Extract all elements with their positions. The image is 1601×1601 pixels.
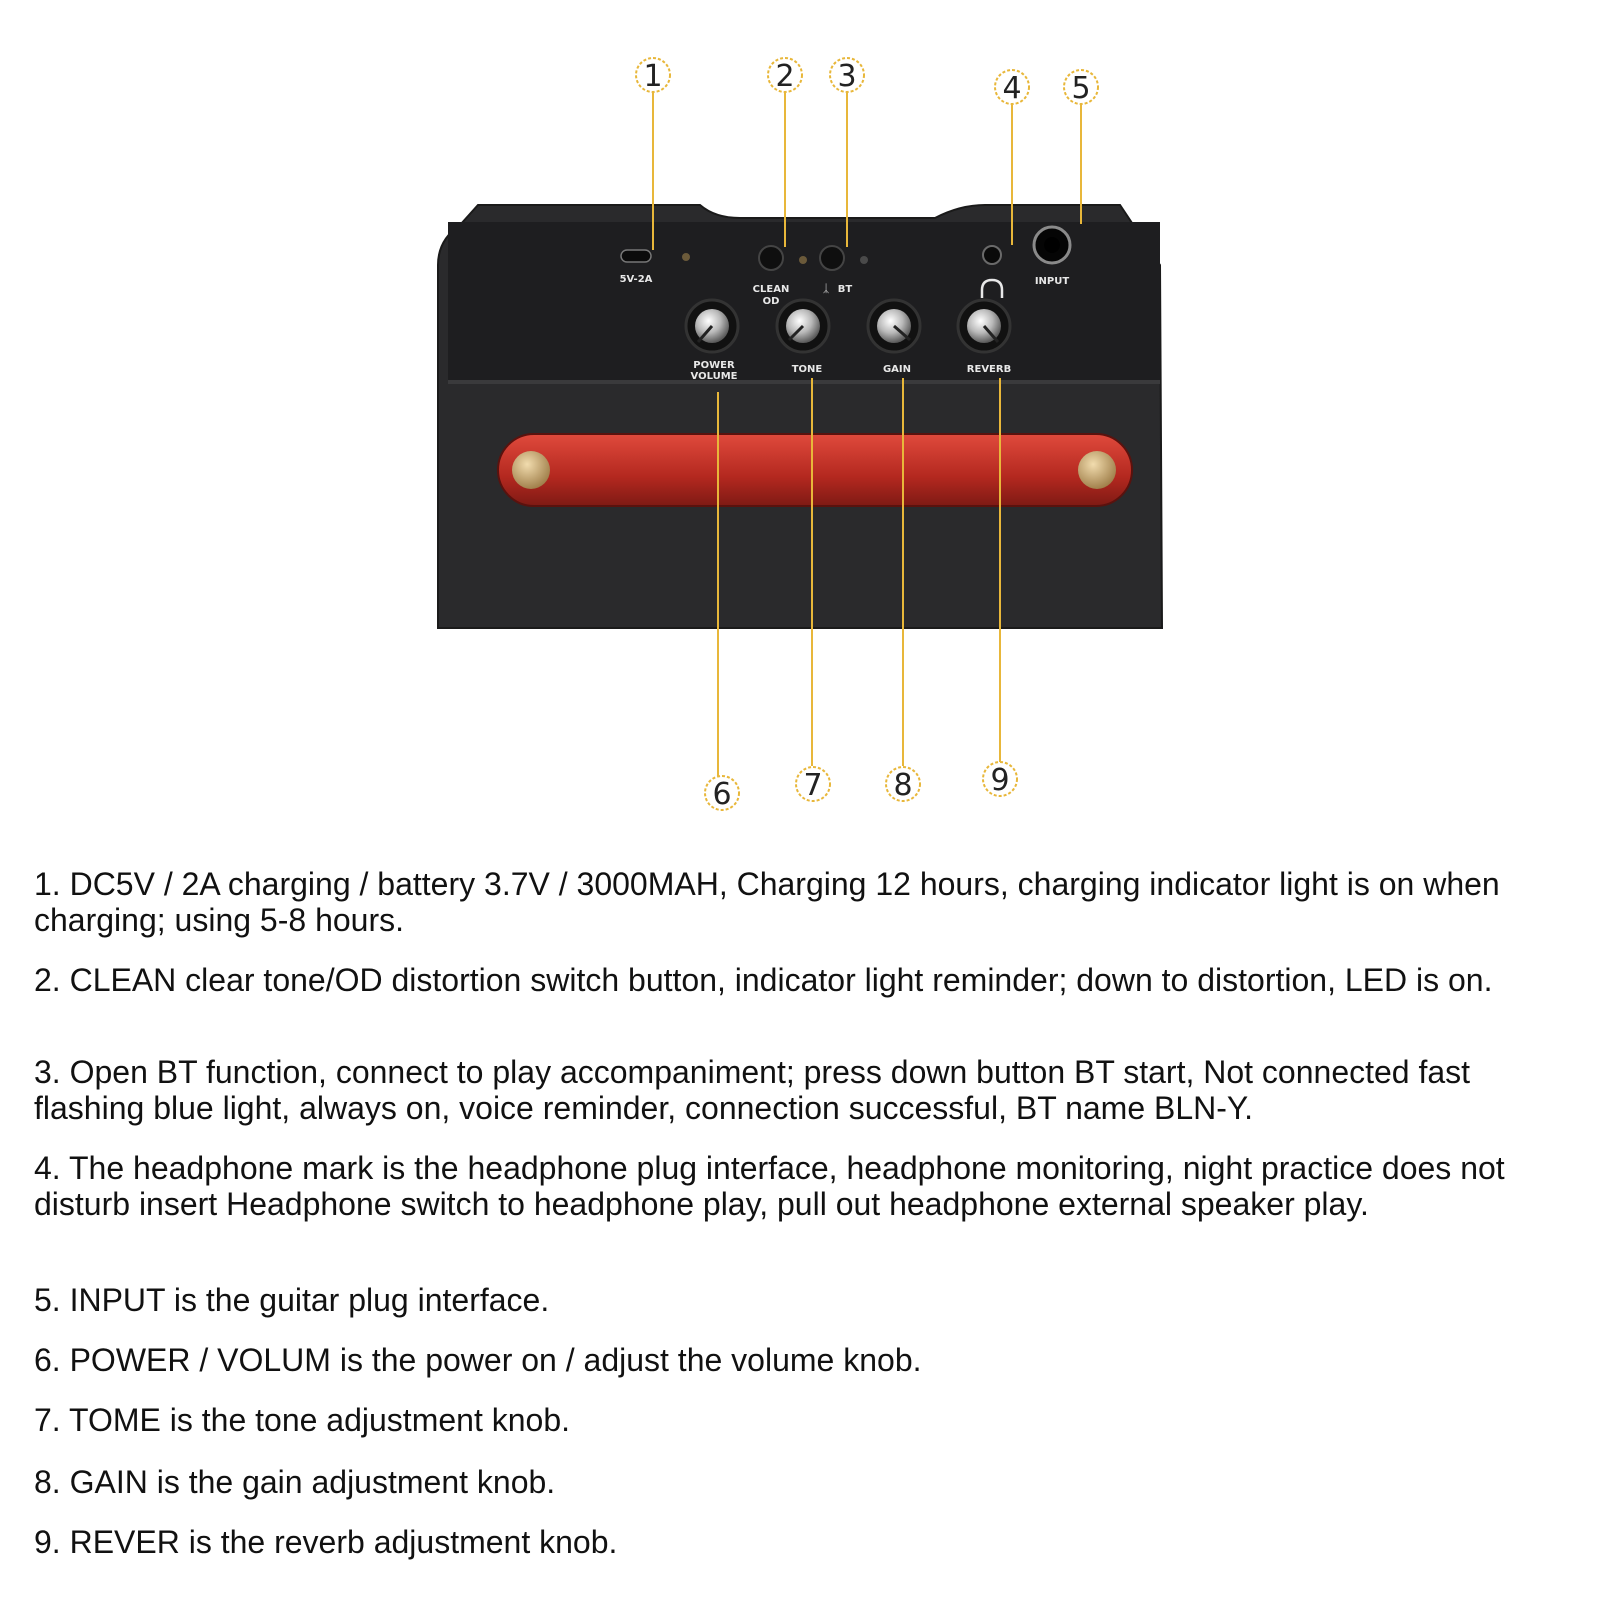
callout-7: 7	[795, 766, 831, 803]
clean-od-led	[799, 256, 807, 264]
callout-6: 6	[704, 775, 740, 812]
clean-od-button	[758, 245, 784, 271]
amplifier-diagram: 5V-2A CLEAN OD ᛣ BT INPUT POWER VOLUME T…	[437, 57, 1164, 812]
gain-knob	[866, 298, 922, 354]
headphone-icon	[980, 278, 1004, 298]
headphone-jack	[982, 245, 1002, 265]
note-6: 6. POWER / VOLUM is the power on / adjus…	[34, 1342, 922, 1378]
gain-label: GAIN	[883, 364, 911, 375]
bt-led	[860, 256, 868, 264]
input-label: INPUT	[1035, 276, 1070, 287]
reverb-knob	[956, 298, 1012, 354]
callout-number: 4	[1002, 71, 1021, 106]
power-volume-knob	[684, 298, 740, 354]
callout-5: 5	[1063, 69, 1099, 106]
panel-edge	[448, 380, 1160, 384]
note-2: 2. CLEAN clear tone/OD distortion switch…	[34, 962, 1493, 998]
callout-9: 9	[982, 761, 1018, 798]
reverb-label: REVERB	[967, 364, 1011, 375]
callout-number: 8	[893, 768, 912, 803]
volume-label: VOLUME	[691, 371, 738, 382]
tone-label: TONE	[792, 364, 823, 375]
charging-led	[682, 253, 690, 261]
strap-rivet-left	[512, 451, 550, 489]
leader-lines	[652, 92, 1082, 776]
callout-2: 2	[767, 57, 803, 94]
strap-rivet-right	[1078, 451, 1116, 489]
callout-3: 3	[829, 57, 865, 94]
callout-number: 2	[775, 59, 794, 94]
note-1: 1. DC5V / 2A charging / battery 3.7V / 3…	[34, 866, 1500, 938]
note-5: 5. INPUT is the guitar plug interface.	[34, 1282, 550, 1318]
callout-4: 4	[994, 69, 1030, 106]
bluetooth-icon: ᛣ	[823, 282, 830, 295]
bt-label: BT	[838, 284, 853, 295]
usb-c-port	[620, 249, 652, 263]
callout-8: 8	[885, 766, 921, 803]
note-7: 7. TOME is the tone adjustment knob.	[34, 1402, 570, 1438]
power-label: POWER	[693, 360, 735, 371]
od-label: OD	[763, 296, 780, 307]
callout-number: 5	[1071, 71, 1090, 106]
clean-label: CLEAN	[753, 284, 790, 295]
note-9: 9. REVER is the reverb adjustment knob.	[34, 1524, 618, 1560]
callout-number: 9	[990, 763, 1009, 798]
callout-number: 1	[643, 59, 662, 94]
tone-knob	[775, 298, 831, 354]
callout-number: 6	[712, 777, 731, 812]
note-8: 8. GAIN is the gain adjustment knob.	[34, 1464, 556, 1500]
callout-number: 7	[803, 768, 822, 803]
note-4: 4. The headphone mark is the headphone p…	[34, 1150, 1505, 1222]
note-3: 3. Open BT function, connect to play acc…	[34, 1054, 1471, 1126]
input-jack-hole	[1044, 237, 1060, 253]
callout-1: 1	[635, 57, 671, 94]
callout-number: 3	[837, 59, 856, 94]
carrying-strap	[497, 433, 1133, 507]
port-label: 5V-2A	[620, 274, 653, 285]
bt-button	[819, 245, 845, 271]
